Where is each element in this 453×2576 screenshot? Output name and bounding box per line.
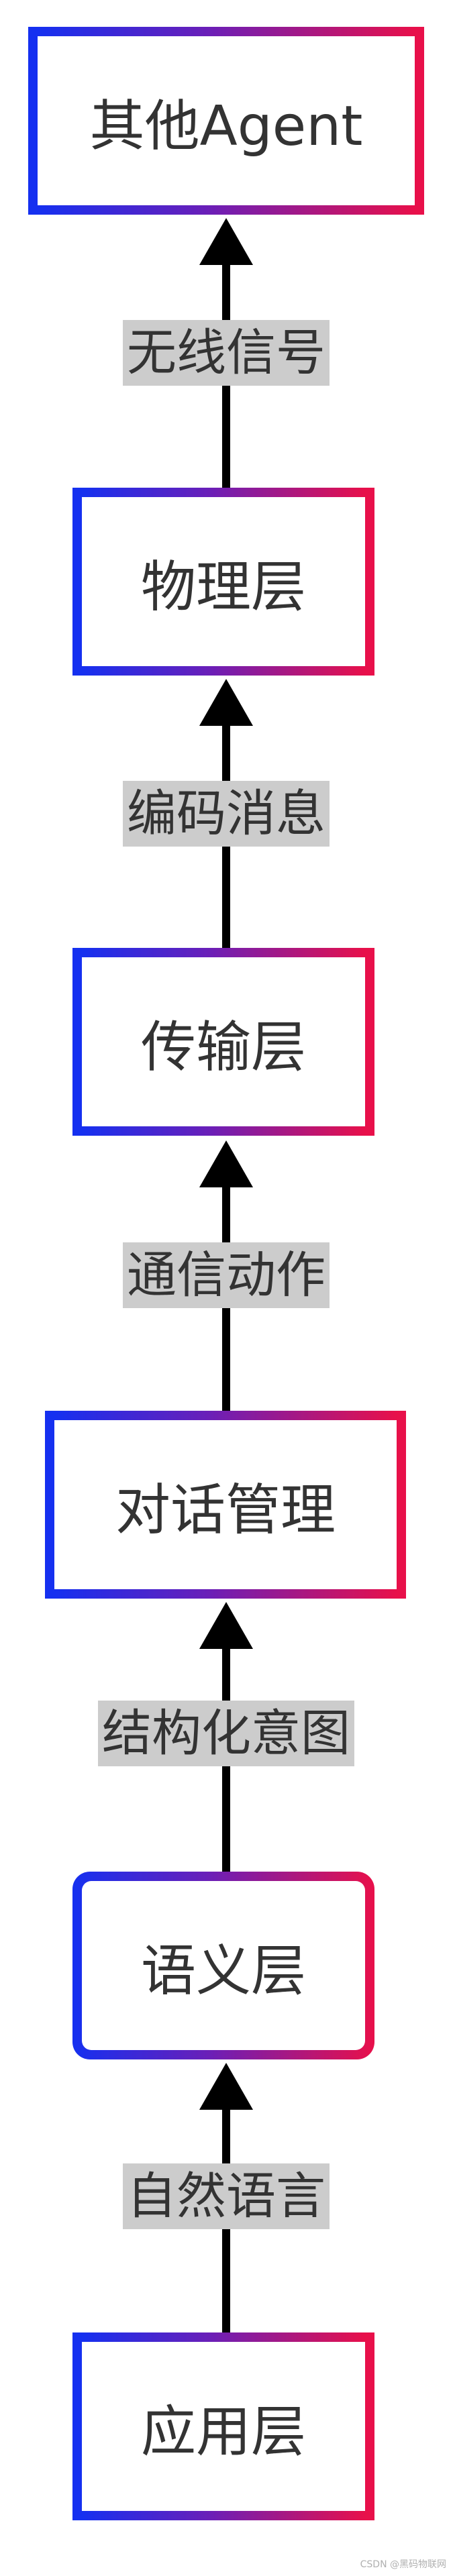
node-label: 传输层 (140, 1015, 306, 1079)
arrow-head (199, 2063, 253, 2110)
edge-label-communication-action: 通信动作 (123, 1242, 330, 1308)
edge-label-structured-intent: 结构化意图 (98, 1701, 354, 1766)
arrow-head (199, 679, 253, 726)
node-inner: 语义层 (82, 1881, 365, 2050)
node-label: 语义层 (140, 1939, 306, 2003)
edge-label-encoded-message: 编码消息 (123, 781, 330, 847)
edge-label-natural-language: 自然语言 (123, 2163, 330, 2229)
node-label: 物理层 (140, 555, 306, 619)
node-application-layer: 应用层 (72, 2332, 374, 2520)
node-physical-layer: 物理层 (72, 488, 374, 676)
node-label: 对话管理 (115, 1478, 336, 1542)
node-semantic-layer: 语义层 (72, 1872, 374, 2059)
node-label: 其他Agent (89, 94, 363, 158)
arrow-head (199, 1140, 253, 1187)
node-other-agent: 其他Agent (28, 27, 424, 215)
arrow-head (199, 218, 253, 265)
node-transport-layer: 传输层 (72, 948, 374, 1136)
node-label: 应用层 (140, 2400, 306, 2464)
watermark: CSDN @黑码物联网 (360, 2559, 446, 2570)
edge-label-wireless-signal: 无线信号 (123, 320, 330, 386)
arrow-head (199, 1602, 253, 1649)
node-dialog-management: 对话管理 (45, 1411, 406, 1599)
